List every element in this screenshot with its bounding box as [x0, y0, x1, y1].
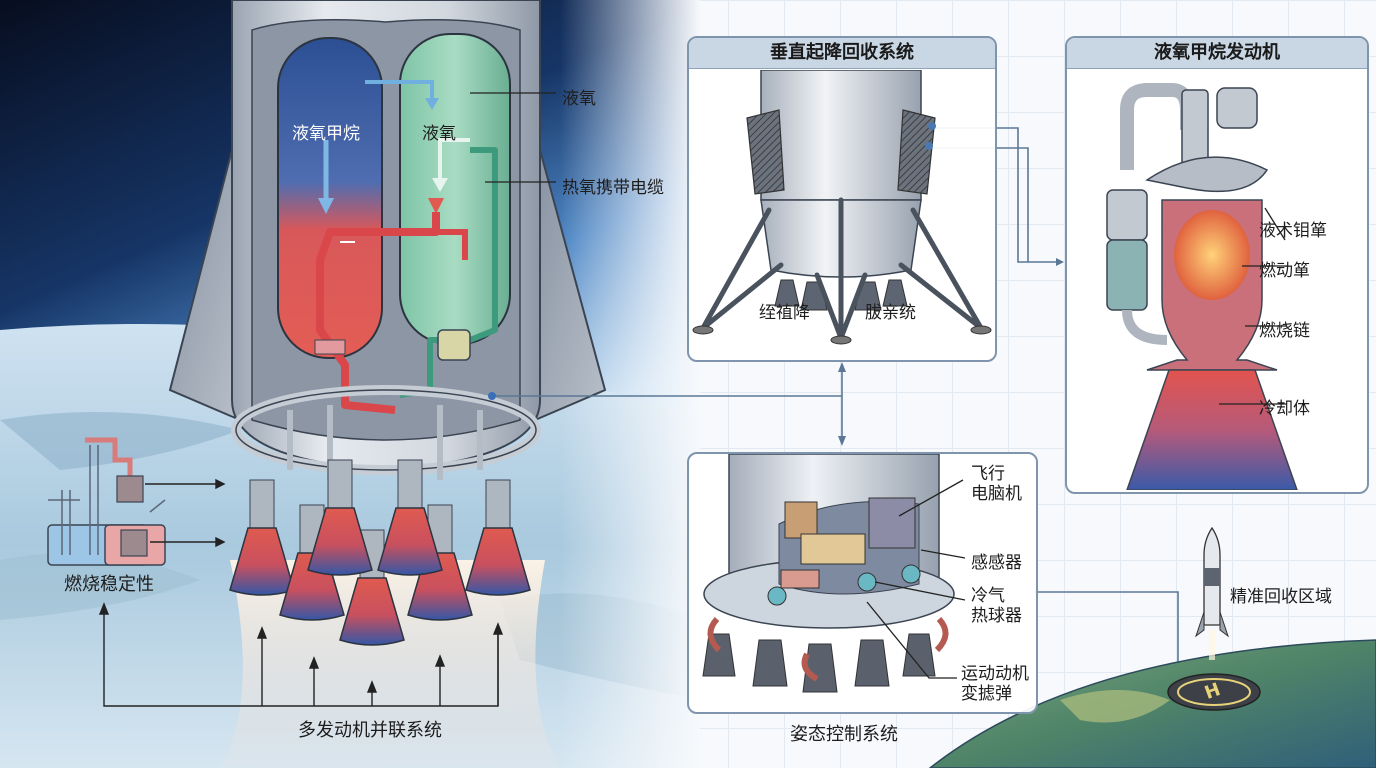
callout-line: 热球器: [971, 606, 1022, 626]
callout-line: 电脑机: [971, 484, 1022, 504]
grid-fin-right: [897, 109, 936, 195]
label-methane-tank: 液氧甲烷: [292, 124, 360, 144]
attitude-panel-title: 姿态控制系统: [790, 724, 898, 745]
leader-engine-1: [1264, 207, 1286, 241]
panel-title: 液氧甲烷发动机: [1067, 38, 1367, 69]
label-precise-recovery-zone: 精准回收区域: [1230, 587, 1332, 607]
engine-nozzle: [229, 479, 295, 596]
leader-gimbal: [866, 601, 957, 679]
landing-illustration: [692, 70, 992, 345]
landing-legs: [700, 197, 984, 341]
landing-caption-left: 绖禃降: [759, 303, 810, 323]
attitude-callout-gimbal: 运动动机 変摅弹: [961, 664, 1029, 704]
leader-flight-computer: [898, 479, 964, 517]
panel-attitude-control: 飞行 电脑机 感感器 冷气 热球器 运动动机 変摅弹: [687, 452, 1038, 714]
callout-line: 変摅弹: [961, 684, 1012, 704]
landing-caption-right: 胈亲统: [865, 303, 916, 323]
attitude-callout-cold-gas: 冷气 热球器: [971, 586, 1022, 626]
label-combustion-stability: 燃烧稳定性: [64, 574, 154, 595]
turbopump: [437, 329, 471, 361]
box-electronics-2: [800, 533, 866, 565]
panel-methalox-engine: 液氧甲烷发动机 液术钼箪 燃动箪 燃烧链 冷却体: [1065, 36, 1369, 494]
combustion-chamber: [1174, 210, 1250, 300]
engine-callout-4: 冷却体: [1259, 399, 1310, 419]
engine-cluster: [229, 459, 531, 646]
attitude-callout-sensor: 感感器: [971, 553, 1022, 573]
callout-line: 运动动机: [961, 664, 1029, 684]
flow-arrow-top: [365, 80, 434, 100]
panel-vertical-landing: 垂直起降回收系统: [687, 36, 997, 362]
engine-illustration: [1106, 83, 1298, 490]
attitude-callout-flight-computer: 飞行 电脑机: [971, 464, 1022, 504]
label-lox-tank: 液氧: [422, 124, 456, 144]
label-multi-engine-system: 多发动机并联系统: [298, 720, 442, 741]
engine-nozzle: [1126, 369, 1298, 490]
connector-attitude-to-pad: [1034, 591, 1179, 676]
recovery-rocket: [1195, 526, 1229, 660]
hot-gas-pipe: [316, 212, 440, 414]
combustion-stability-schematic: [47, 437, 166, 566]
engine-callout-3: 燃烧链: [1259, 321, 1310, 341]
callout-lox: 液氧: [562, 89, 596, 109]
callout-line: 飞行: [971, 464, 1005, 484]
grid-fin-left: [746, 109, 785, 195]
callout-hot-oxygen-cable: 热氧携带电缆: [562, 178, 664, 198]
engine-nozzle: [465, 479, 531, 596]
leader-cold-gas: [874, 581, 966, 601]
engine-callout-2: 燃动箪: [1259, 261, 1310, 281]
callout-line: 冷气: [971, 586, 1005, 606]
attitude-illustration: [702, 454, 966, 693]
panel-title: 垂直起降回收系统: [689, 38, 995, 69]
leader-sensor: [920, 549, 966, 559]
engine-callout-1: 液术钼箪: [1259, 221, 1327, 241]
engine-nozzle: [377, 459, 443, 576]
engine-nozzle: [307, 459, 373, 576]
flight-computer: [868, 497, 916, 549]
box-electronics-1: [784, 501, 818, 539]
